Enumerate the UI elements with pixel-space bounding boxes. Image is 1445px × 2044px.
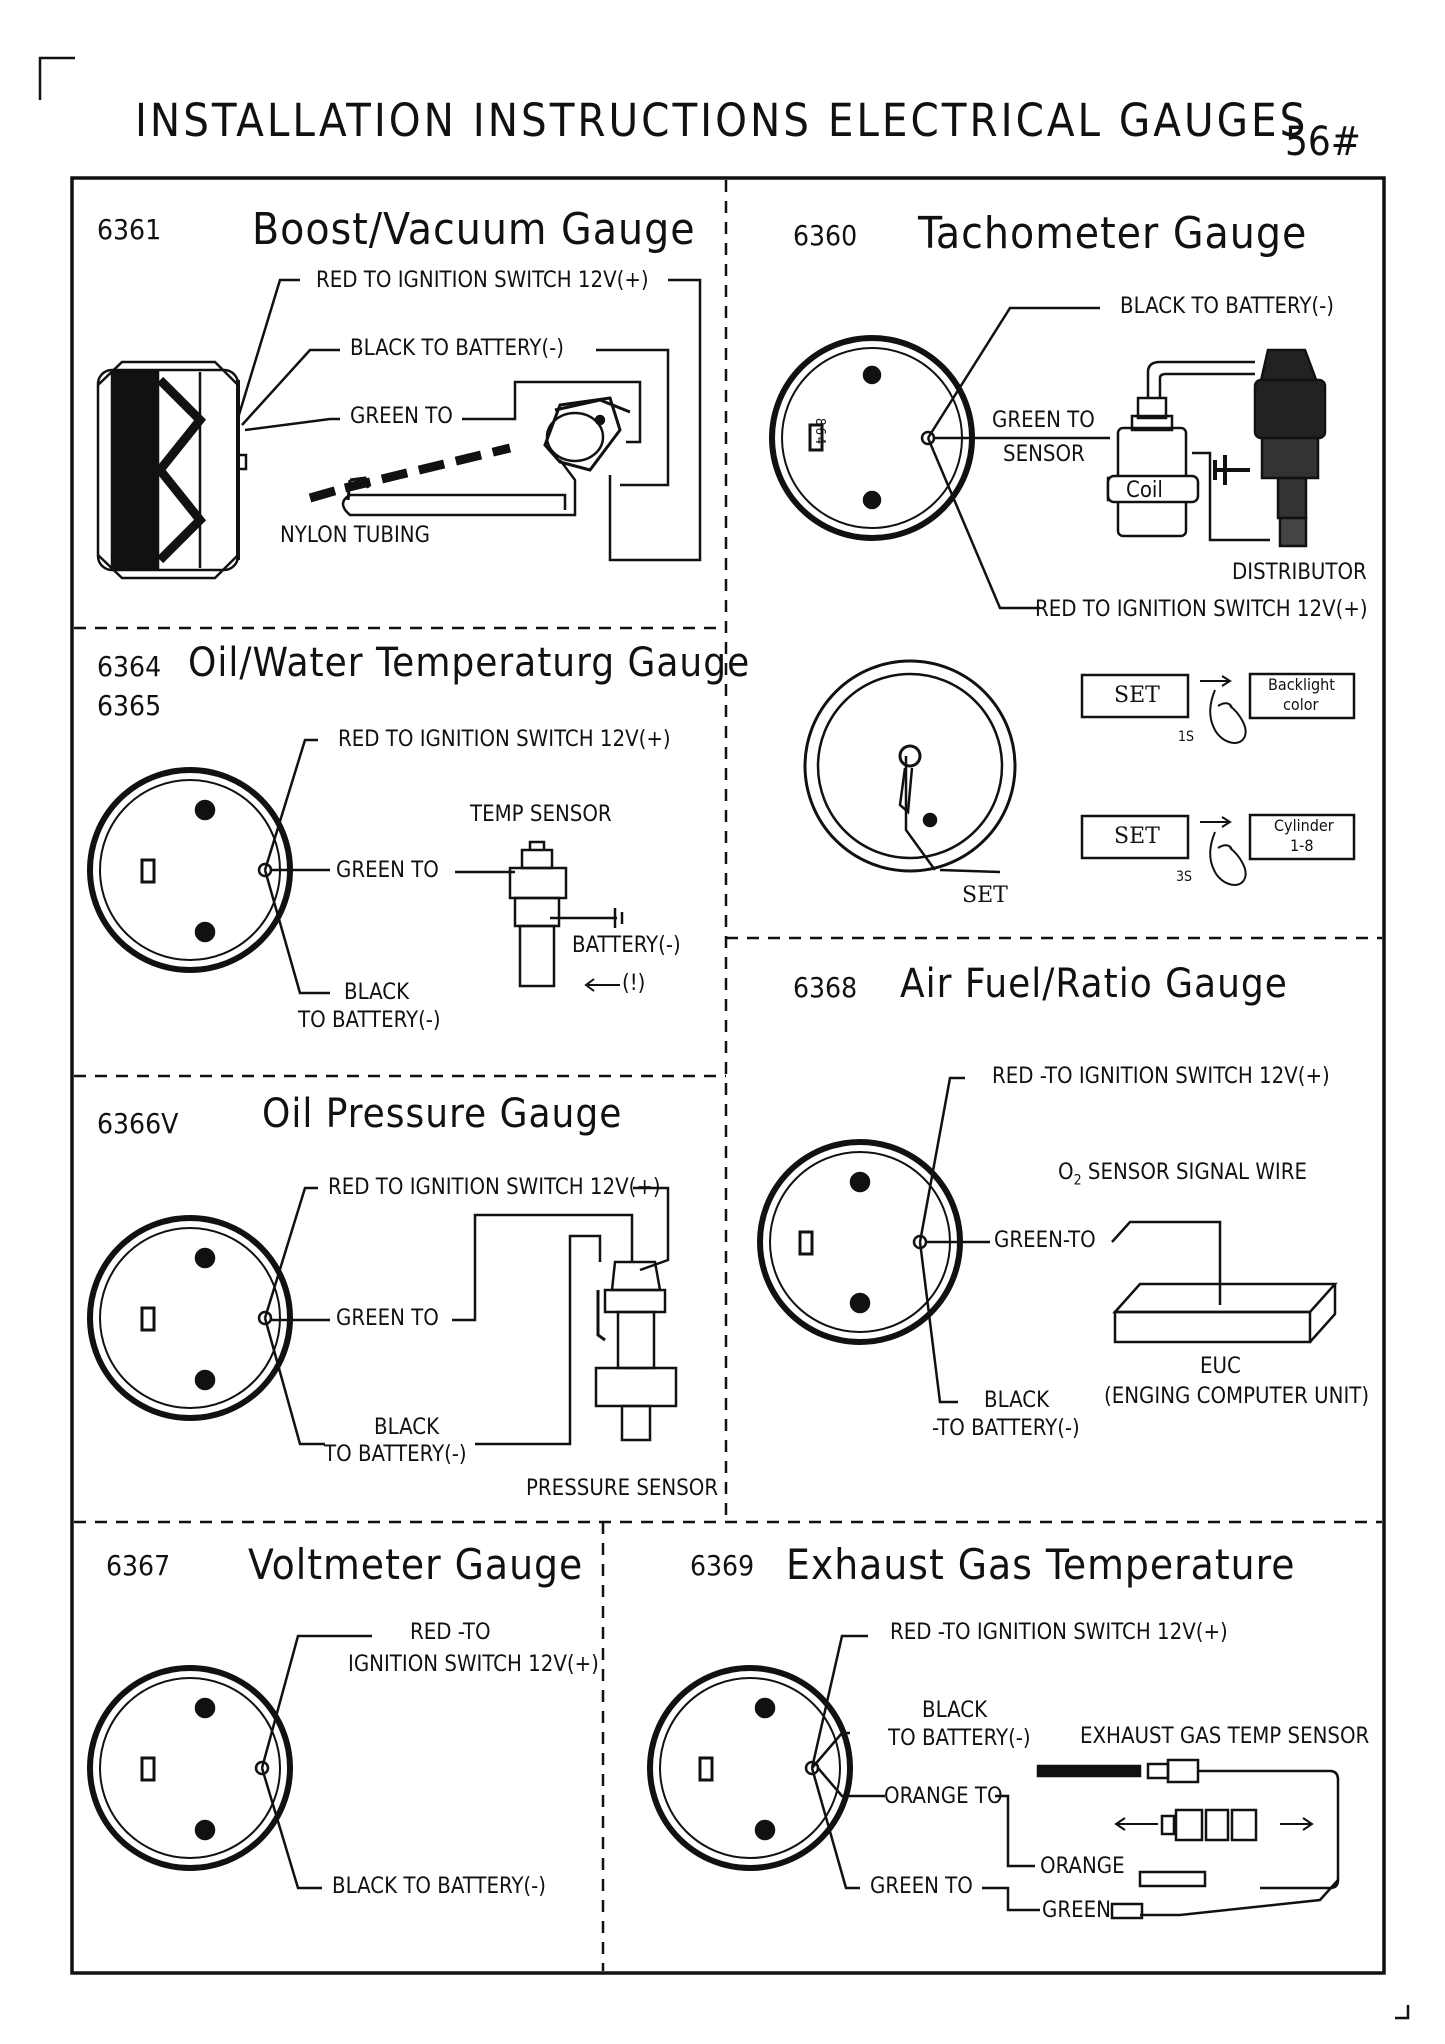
oilp-green-wire-label: GREEN TO [336, 1306, 439, 1331]
boost-section-title: Boost/Vacuum Gauge [252, 204, 696, 255]
temp-gauge-face [87, 767, 293, 973]
afr-green-wire-label: GREEN-TO [994, 1228, 1096, 1253]
boost-sensor [543, 396, 631, 500]
tach-hold-1s-label: 1S [1178, 729, 1195, 745]
boost-model-number: 6361 [97, 213, 162, 246]
temp-battery-label: BATTERY(-) [572, 933, 681, 958]
tach-distributor-label: DISTRIBUTOR [1232, 560, 1367, 585]
tach-coil-label: Coil [1126, 478, 1163, 503]
tach-sensor-label: SENSOR [1003, 442, 1085, 467]
egt-green-label: GREEN [1042, 1898, 1111, 1923]
volt-model-number: 6367 [106, 1549, 171, 1582]
temp-model-number-1: 6364 [97, 650, 162, 683]
egt-green-to-label: GREEN TO [870, 1874, 973, 1899]
tach-red-wire-label: RED TO IGNITION SWITCH 12V(+) [1035, 597, 1368, 622]
outer-frame [70, 176, 1386, 1975]
egt-orange-label: ORANGE [1040, 1854, 1125, 1879]
oilp-sensor [594, 1260, 678, 1442]
oilp-model-number: 6366V [97, 1107, 179, 1140]
page-number: 56# [1285, 119, 1361, 165]
afr-o2-subscript: 2 [1073, 1172, 1082, 1189]
temp-red-wire-label: RED TO IGNITION SWITCH 12V(+) [338, 727, 671, 752]
boost-wires [236, 278, 702, 562]
oilp-section-title: Oil Pressure Gauge [262, 1091, 623, 1137]
tach-hold-3s-label: 3S [1176, 869, 1193, 885]
volt-red-wire-label: RED -TO [410, 1620, 491, 1645]
tach-black-wire-label: BLACK TO BATTERY(-) [1120, 294, 1334, 319]
afr-black-wire-label: BLACK [984, 1388, 1050, 1413]
tach-section-title: Tachometer Gauge [918, 208, 1308, 259]
egt-gauge-face [647, 1665, 853, 1871]
afr-o2-signal-label: SENSOR SIGNAL WIRE [1087, 1160, 1307, 1185]
tach-coil [1106, 396, 1200, 538]
volt-section-title: Voltmeter Gauge [248, 1540, 584, 1589]
temp-section-title: Oil/Water Temperaturg Gauge [188, 640, 751, 686]
section-dividers [74, 180, 1382, 1971]
oilp-battery-wire-label: TO BATTERY(-) [324, 1442, 467, 1467]
temp-black-wire-label: BLACK [344, 980, 410, 1005]
volt-ignition-label: IGNITION SWITCH 12V(+) [348, 1652, 599, 1677]
temp-model-number-2: 6365 [97, 689, 162, 722]
tach-set-button-2: SET [1114, 824, 1160, 849]
boost-green-wire-label: GREEN TO [350, 404, 453, 429]
oilp-gauge-face [87, 1215, 293, 1421]
tach-wires [926, 306, 1270, 610]
tach-set-gauge [803, 659, 1017, 874]
volt-wires [260, 1634, 372, 1890]
tach-model-number: 6360 [793, 219, 858, 252]
boost-gauge-side-view [96, 360, 248, 580]
egt-wires [810, 1634, 1040, 1912]
volt-gauge-face [87, 1665, 293, 1871]
volt-black-wire-label: BLACK TO BATTERY(-) [332, 1874, 546, 1899]
page-title: INSTALLATION INSTRUCTIONS ELECTRICAL GAU… [135, 94, 1309, 147]
boost-tubing-label: NYLON TUBING [280, 523, 430, 548]
egt-battery-wire-label: TO BATTERY(-) [888, 1726, 1031, 1751]
tach-green-wire-label: GREEN TO [992, 408, 1095, 433]
temp-sensor-label: TEMP SENSOR [470, 802, 612, 827]
temp-sensor [508, 840, 568, 988]
tach-face-digits: 864 [812, 418, 827, 447]
egt-red-wire-label: RED -TO IGNITION SWITCH 12V(+) [890, 1620, 1228, 1645]
egt-probe [1036, 1758, 1340, 1920]
tach-cylinder-range-label: 1-8 [1290, 836, 1314, 855]
egt-fitting [1114, 1808, 1314, 1842]
tach-cylinder-label: Cylinder [1274, 816, 1334, 835]
afr-wires [918, 1076, 1222, 1404]
egt-sensor-label: EXHAUST GAS TEMP SENSOR [1080, 1724, 1370, 1749]
oilp-wires [263, 1186, 670, 1446]
tach-set-button-1: SET [1114, 683, 1160, 708]
egt-section-title: Exhaust Gas Temperature [786, 1540, 1296, 1589]
temp-caution-label: (!) [622, 971, 646, 996]
boost-black-wire-label: BLACK TO BATTERY(-) [350, 336, 564, 361]
boost-red-wire-label: RED TO IGNITION SWITCH 12V(+) [316, 268, 649, 293]
egt-orange-to-label: ORANGE TO [884, 1784, 1003, 1809]
afr-euc-label: EUC [1200, 1354, 1241, 1379]
tach-set-wire-label: SET [962, 883, 1008, 908]
oilp-sensor-label: PRESSURE SENSOR [526, 1476, 719, 1501]
boost-nylon-tubing [308, 443, 577, 517]
afr-euc-box [1112, 1282, 1338, 1344]
afr-section-title: Air Fuel/Ratio Gauge [900, 961, 1288, 1007]
tach-distributor [1213, 348, 1327, 548]
crop-mark-top-left [38, 56, 75, 100]
crop-mark-bottom-right [1395, 2005, 1410, 2020]
tach-backlight-color-label: color [1283, 695, 1319, 714]
afr-red-wire-label: RED -TO IGNITION SWITCH 12V(+) [992, 1064, 1330, 1089]
afr-battery-wire-label: -TO BATTERY(-) [932, 1416, 1080, 1441]
temp-wires [263, 738, 624, 995]
egt-model-number: 6369 [690, 1549, 755, 1582]
tach-backlight-label: Backlight [1268, 675, 1335, 694]
afr-model-number: 6368 [793, 971, 858, 1004]
oilp-red-wire-label: RED TO IGNITION SWITCH 12V(+) [328, 1175, 661, 1200]
afr-o2-label: O2 SENSOR SIGNAL WIRE [1058, 1160, 1307, 1189]
temp-battery-wire-label: TO BATTERY(-) [298, 1008, 441, 1033]
egt-black-wire-label: BLACK [922, 1698, 988, 1723]
temp-green-wire-label: GREEN TO [336, 858, 439, 883]
tach-set-procedure [1080, 672, 1356, 886]
afr-euc-full-label: (ENGING COMPUTER UNIT) [1104, 1384, 1370, 1409]
oilp-black-wire-label: BLACK [374, 1415, 440, 1440]
